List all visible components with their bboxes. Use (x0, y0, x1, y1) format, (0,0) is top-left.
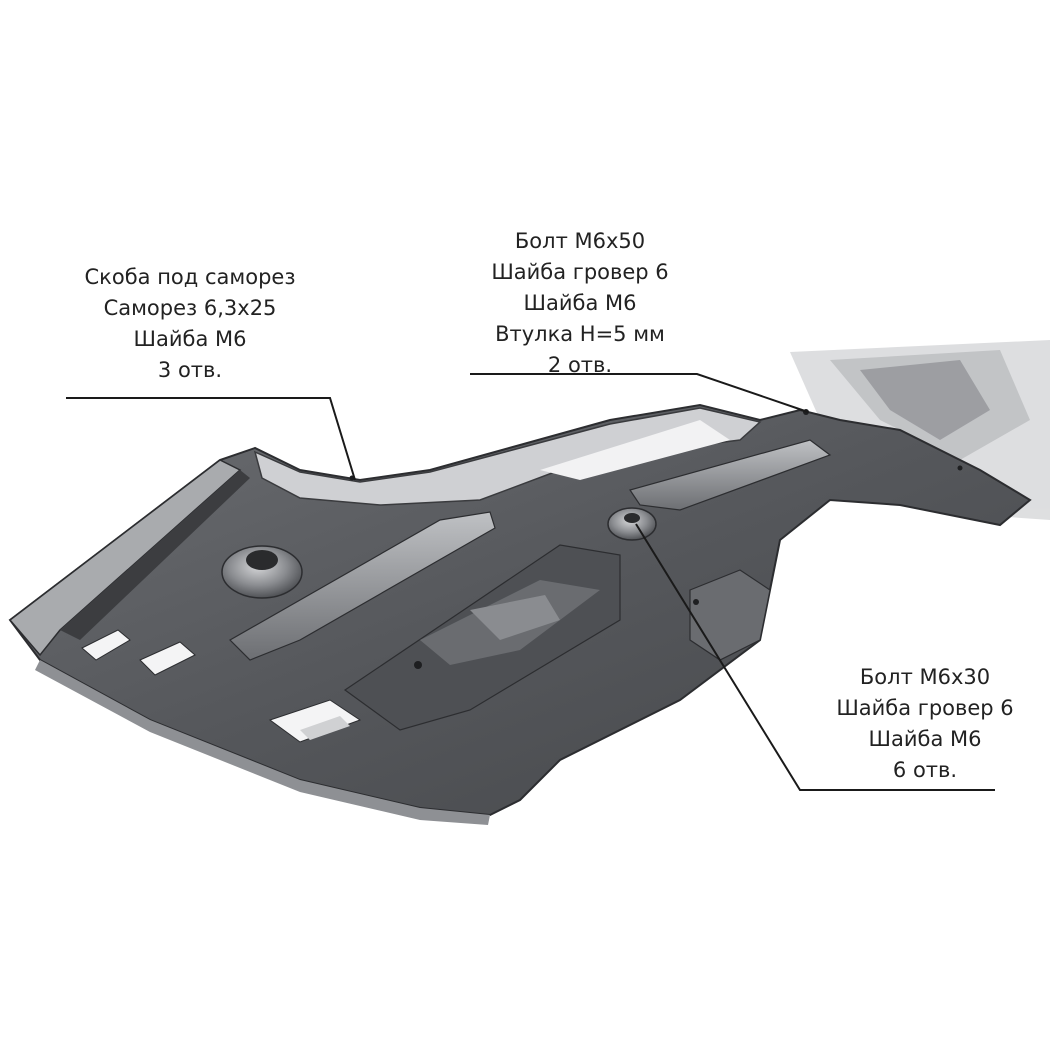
callout-left-line-2: Саморез 6,3х25 (103, 296, 277, 320)
callout-left-line-1: Скоба под саморез (84, 265, 296, 289)
callout-right-line-1: Болт М6х30 (859, 665, 991, 689)
callout-top-line-1: Болт М6х50 (514, 229, 646, 253)
callout-right-line-4: 6 отв. (892, 758, 958, 782)
callout-right-line-3: Шайба М6 (868, 727, 982, 751)
top-channel (253, 407, 762, 506)
leader-left (66, 397, 356, 481)
callout-top-line-3: Шайба М6 (523, 291, 637, 315)
boss-left (221, 545, 303, 599)
callout-top-line-4: Втулка Н=5 мм (495, 322, 665, 346)
cutouts (81, 629, 362, 743)
rib-left (229, 511, 496, 661)
leader-top (470, 373, 809, 413)
callout-left-line-3: Шайба М6 (133, 327, 247, 351)
callout-top: Болт М6х50 Шайба гровер 6 Шайба М6 Втулк… (470, 226, 690, 381)
callout-right-line-2: Шайба гровер 6 (836, 696, 1014, 720)
callout-left-line-4: 3 отв. (157, 358, 223, 382)
leader-lines (66, 373, 995, 791)
callout-left: Скоба под саморез Саморез 6,3х25 Шайба М… (60, 262, 320, 386)
boss-center (607, 507, 657, 541)
right-block (689, 569, 771, 661)
callout-top-line-5: 2 отв. (547, 353, 613, 377)
leader-right (635, 523, 995, 791)
callout-top-line-2: Шайба гровер 6 (491, 260, 669, 284)
rib-right (629, 439, 832, 511)
callout-right: Болт М6х30 Шайба гровер 6 Шайба М6 6 отв… (810, 662, 1040, 786)
